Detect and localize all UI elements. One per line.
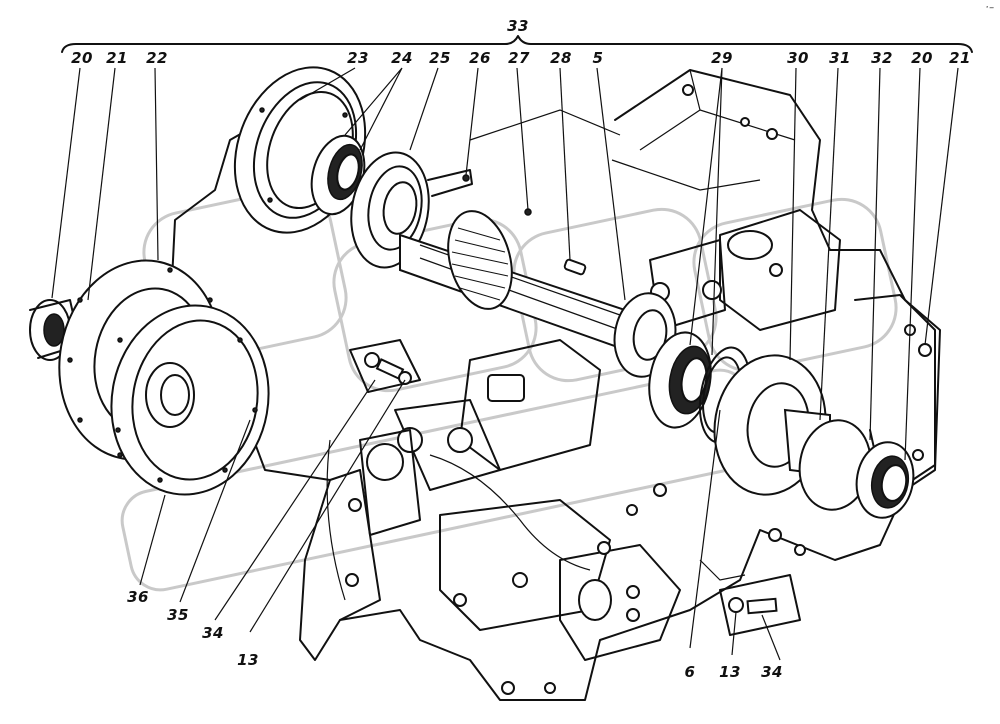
- callout-21-right: 21: [949, 49, 971, 67]
- callout-34-left: 34: [202, 624, 224, 642]
- group-label-33: 33: [507, 17, 529, 35]
- callout-20-right: 20: [911, 49, 933, 67]
- callout-35: 35: [167, 606, 189, 624]
- callout-27: 27: [508, 49, 530, 67]
- pinion-shaft: [399, 109, 677, 378]
- callout-22: 22: [146, 49, 168, 67]
- callout-6: 6: [684, 663, 696, 681]
- bearing-25: [350, 151, 473, 269]
- callout-36: 36: [127, 588, 149, 606]
- callout-23: 23: [347, 49, 369, 67]
- end-flange-20-21-left: [29, 299, 81, 361]
- callout-21-left: 21: [106, 49, 128, 67]
- ring-36-35: [110, 304, 270, 496]
- callout-5: 5: [592, 49, 604, 67]
- leader-lines: [51, 67, 959, 661]
- coupling-31-32: [798, 419, 915, 519]
- callout-13-right: 13: [719, 663, 741, 681]
- callout-26: 26: [469, 49, 491, 67]
- callout-28: 28: [550, 49, 572, 67]
- callout-20-left: 20: [71, 49, 93, 67]
- bolt-inset-right: [719, 574, 801, 636]
- bolt-inset-left: [349, 339, 421, 393]
- callout-13-left: 13: [237, 651, 259, 669]
- callout-34-right: 34: [761, 663, 783, 681]
- callout-32: 32: [871, 49, 893, 67]
- corner-mark: ·–: [985, 2, 995, 14]
- callout-24: 24: [391, 49, 413, 67]
- group-bracket-33: [61, 35, 973, 53]
- callout-29: 29: [711, 49, 733, 67]
- callout-25: 25: [429, 49, 451, 67]
- callout-31: 31: [829, 49, 851, 67]
- callout-30: 30: [787, 49, 809, 67]
- seal-rings-24: [310, 134, 366, 216]
